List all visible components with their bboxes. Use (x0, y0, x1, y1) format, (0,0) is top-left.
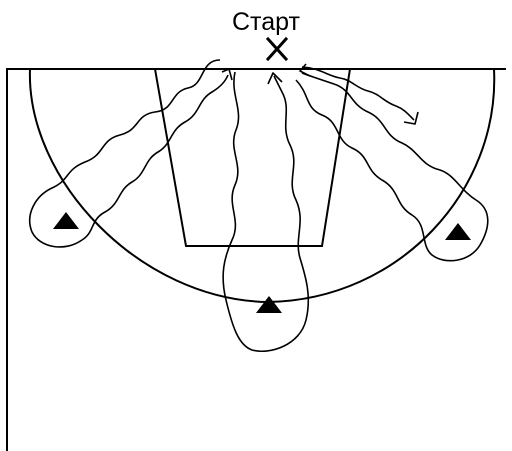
triangle-icon (445, 223, 471, 240)
dribble-path-center (222, 71, 310, 352)
pass-path-right (301, 66, 415, 121)
triangle-icon (53, 212, 79, 229)
dribble-path-left (28, 59, 229, 248)
three-point-arc (28, 68, 496, 304)
arrow-head-pass (403, 111, 419, 125)
court-lines (6, 68, 506, 451)
arrow-head-center (267, 72, 283, 85)
x-mark-icon (265, 36, 289, 62)
dribble-paths (28, 59, 489, 352)
arrow-head-right (299, 63, 311, 77)
key-paint (154, 68, 351, 247)
start-label: Старт (232, 8, 300, 36)
triangle-icon (256, 296, 282, 313)
arrow-head-left (221, 68, 233, 81)
cone-markers (53, 212, 471, 313)
dribble-path-right (295, 72, 489, 262)
